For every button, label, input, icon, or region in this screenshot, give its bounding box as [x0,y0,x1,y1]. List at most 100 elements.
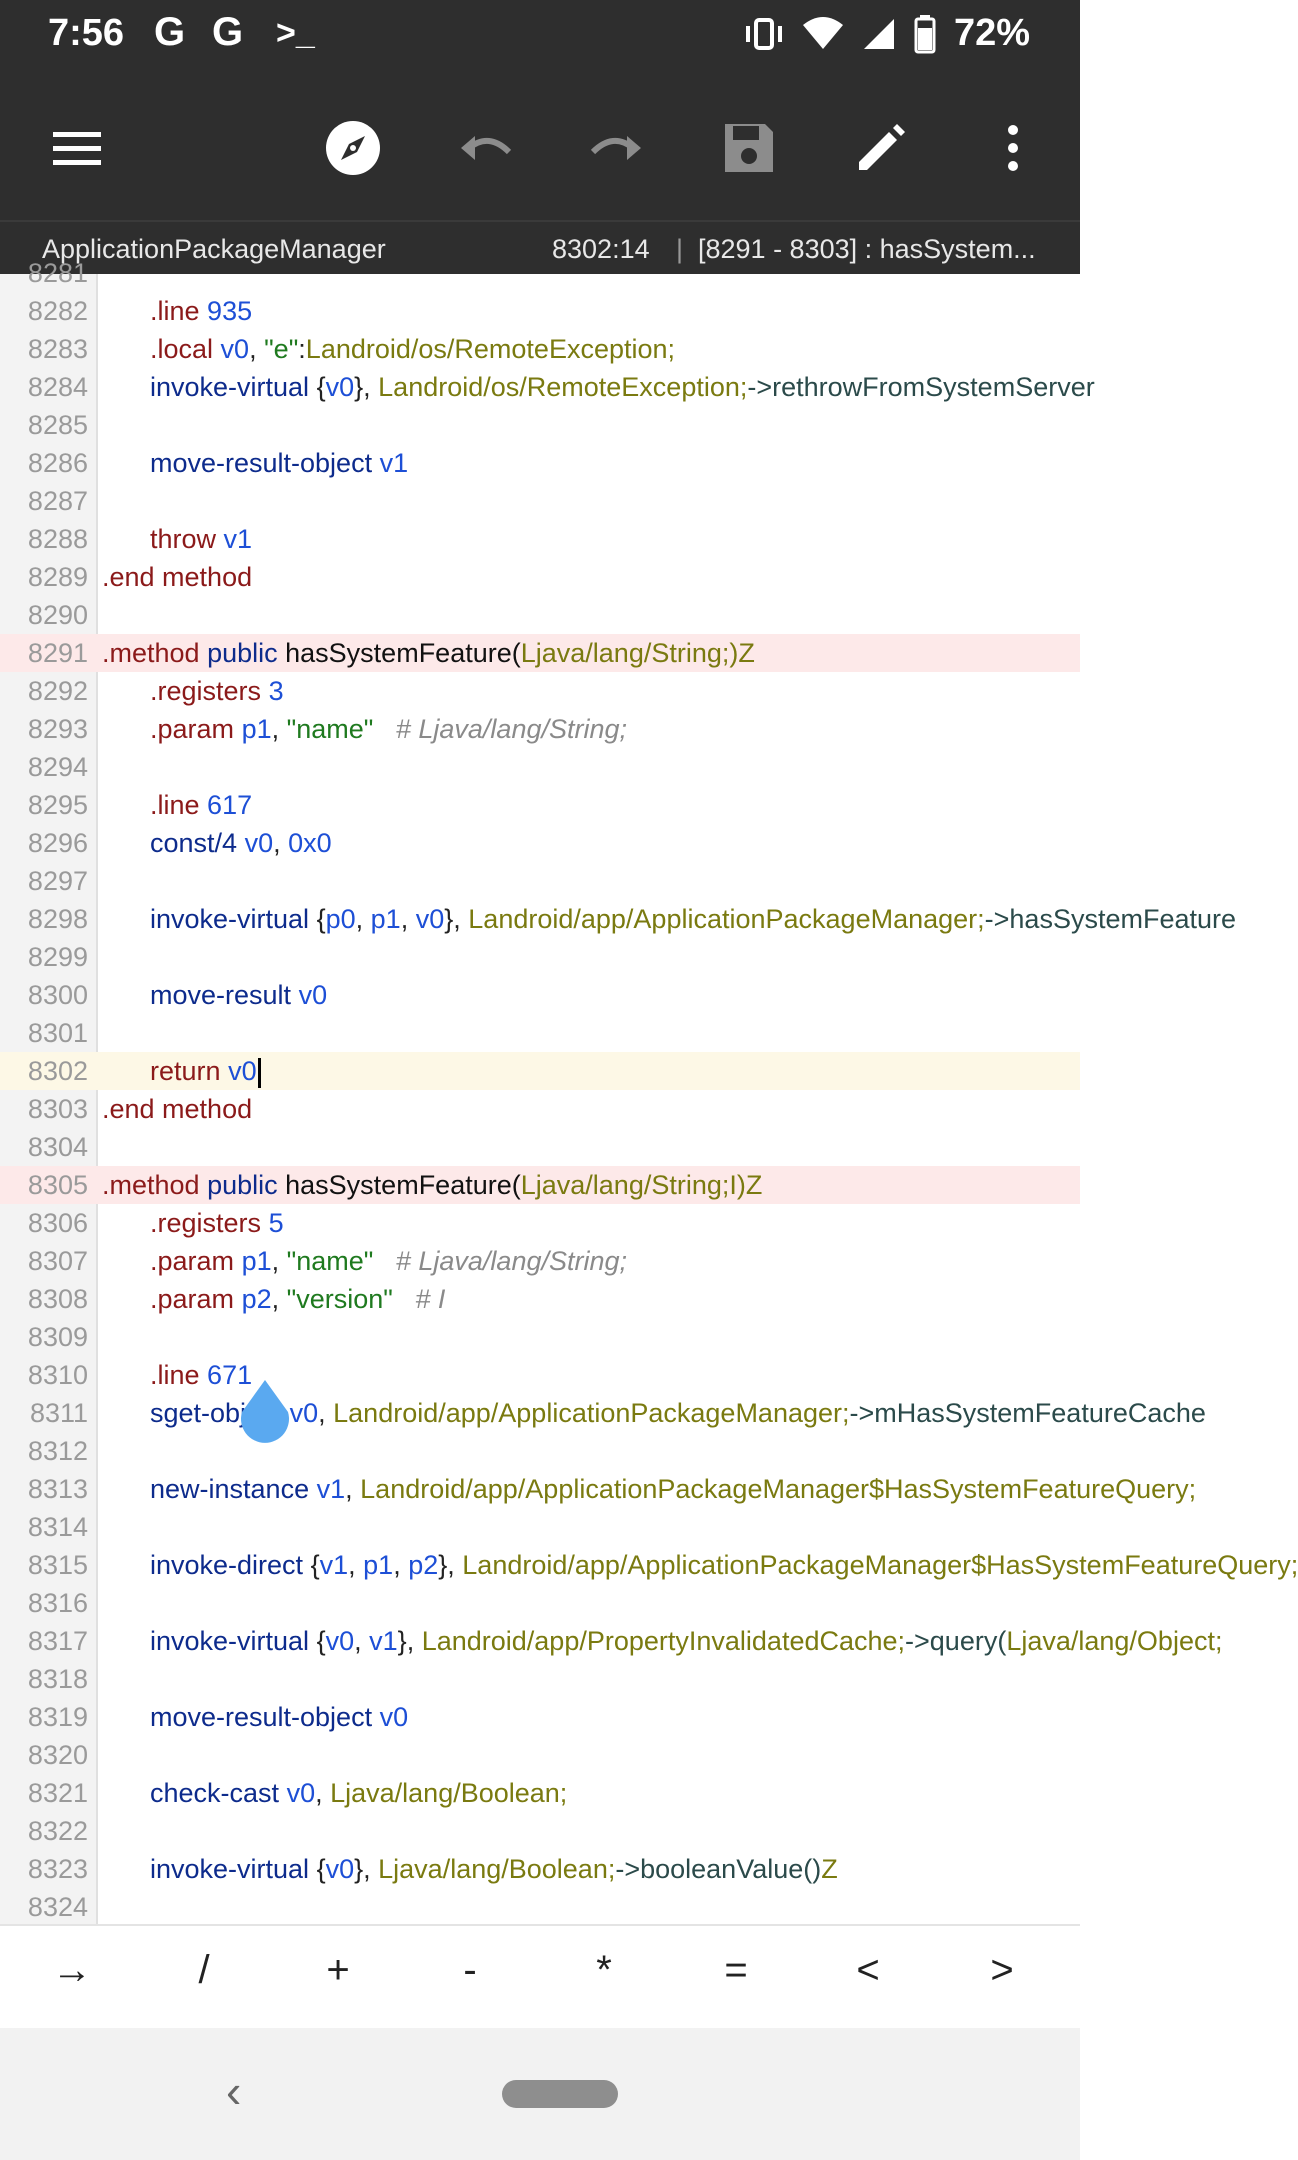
code-text[interactable]: sget-object v0, Landroid/app/Application… [150,1394,1206,1432]
symbol-key-slash[interactable]: / [198,1948,210,1992]
symbol-key-arrow[interactable]: → [52,1948,92,1992]
code-text[interactable]: .end method [102,1090,252,1128]
code-line[interactable]: 8290 [0,596,1080,634]
method-context[interactable]: [8291 - 8303] : hasSystem... [698,234,1036,264]
code-text[interactable]: invoke-virtual {p0, p1, v0}, Landroid/ap… [150,900,1236,938]
code-line[interactable]: 8287 [0,482,1080,520]
more-icon[interactable] [980,115,1046,181]
code-text[interactable]: const/4 v0, 0x0 [150,824,332,862]
edit-icon[interactable] [848,115,914,181]
redo-icon[interactable] [584,115,650,181]
code-text[interactable]: move-result-object v1 [150,444,408,482]
code-line[interactable]: 8289.end method [0,558,1080,596]
code-line[interactable]: 8314 [0,1508,1080,1546]
code-line[interactable]: 8299 [0,938,1080,976]
code-line[interactable]: 8310.line 671 [0,1356,1080,1394]
code-line[interactable]: 8303.end method [0,1090,1080,1128]
code-text[interactable]: invoke-virtual {v0}, Ljava/lang/Boolean;… [150,1850,838,1888]
code-text[interactable]: .registers 3 [150,672,284,710]
code-line[interactable]: 8285 [0,406,1080,444]
code-text[interactable]: .method public hasSystemFeature(Ljava/la… [102,634,755,672]
code-token: "name" [286,714,374,744]
code-text[interactable]: invoke-virtual {v0, v1}, Landroid/app/Pr… [150,1622,1222,1660]
code-token: Landroid/app/ApplicationPackageManager$H… [462,1550,1298,1580]
code-line[interactable]: 8318 [0,1660,1080,1698]
code-text[interactable]: invoke-direct {v1, p1, p2}, Landroid/app… [150,1546,1298,1584]
code-line[interactable]: 8306.registers 5 [0,1204,1080,1242]
code-text[interactable]: .line 935 [150,292,252,330]
code-text[interactable]: throw v1 [150,520,252,558]
code-line[interactable]: 8312 [0,1432,1080,1470]
symbol-key-less-than[interactable]: < [856,1948,880,1992]
home-pill[interactable] [502,2080,618,2108]
code-text[interactable]: return v0 [150,1052,261,1090]
code-line[interactable]: 8291.method public hasSystemFeature(Ljav… [0,634,1080,672]
code-line[interactable]: 8308.param p2, "version" # I [0,1280,1080,1318]
code-text[interactable]: .line 671 [150,1356,252,1394]
code-line[interactable]: 8320 [0,1736,1080,1774]
code-line[interactable]: 8294 [0,748,1080,786]
code-token: p0 [325,904,356,934]
symbol-key-minus[interactable]: - [463,1948,477,1992]
code-text[interactable]: .end method [102,558,252,596]
code-token: , [354,1626,370,1656]
back-icon[interactable]: ‹ [226,2065,242,2117]
code-text[interactable]: move-result-object v0 [150,1698,408,1736]
code-text[interactable]: move-result v0 [150,976,327,1014]
code-text[interactable]: .param p1, "name" # Ljava/lang/String; [150,1242,627,1280]
code-line[interactable]: 8282.line 935 [0,292,1080,330]
code-line[interactable]: 8304 [0,1128,1080,1166]
code-line[interactable]: 8293.param p1, "name" # Ljava/lang/Strin… [0,710,1080,748]
code-line[interactable]: 8281 [0,254,1080,292]
code-line[interactable]: 8316 [0,1584,1080,1622]
code-line[interactable]: 8301 [0,1014,1080,1052]
cursor-handle[interactable] [236,1380,294,1446]
code-line[interactable]: 8322 [0,1812,1080,1850]
code-line[interactable]: 8324 [0,1888,1080,1926]
code-line[interactable]: 8295.line 617 [0,786,1080,824]
code-line[interactable]: 8292.registers 3 [0,672,1080,710]
symbol-key-plus[interactable]: + [326,1948,350,1992]
menu-icon[interactable] [44,115,110,181]
code-line[interactable]: 8283.local v0, "e":Landroid/os/RemoteExc… [0,330,1080,368]
code-text[interactable]: new-instance v1, Landroid/app/Applicatio… [150,1470,1196,1508]
compass-icon[interactable] [320,115,386,181]
symbol-key-greater-than[interactable]: > [990,1948,1014,1992]
line-number: 8320 [27,1740,88,1770]
code-text[interactable]: .local v0, "e":Landroid/os/RemoteExcepti… [150,330,675,368]
save-icon[interactable] [716,115,782,181]
code-line[interactable]: 8309 [0,1318,1080,1356]
symbol-key-asterisk[interactable]: * [596,1948,612,1992]
code-line[interactable]: 8305.method public hasSystemFeature(Ljav… [0,1166,1080,1204]
symbol-key-equals[interactable]: = [724,1948,748,1992]
code-text[interactable]: invoke-virtual {v0}, Landroid/os/RemoteE… [150,368,1095,406]
undo-icon[interactable] [452,115,518,181]
code-text[interactable]: .param p2, "version" # I [150,1280,445,1318]
code-text[interactable]: .method public hasSystemFeature(Ljava/la… [102,1166,762,1204]
code-token: new-instance [150,1474,310,1504]
code-text[interactable]: check-cast v0, Ljava/lang/Boolean; [150,1774,567,1812]
code-line[interactable]: 8307.param p1, "name" # Ljava/lang/Strin… [0,1242,1080,1280]
code-text[interactable]: .line 617 [150,786,252,824]
code-token: p2 [241,1284,272,1314]
code-text[interactable]: .param p1, "name" # Ljava/lang/String; [150,710,627,748]
code-text[interactable]: .registers 5 [150,1204,284,1242]
code-line[interactable]: 8297 [0,862,1080,900]
google-notification-icon-2: G [212,10,244,54]
